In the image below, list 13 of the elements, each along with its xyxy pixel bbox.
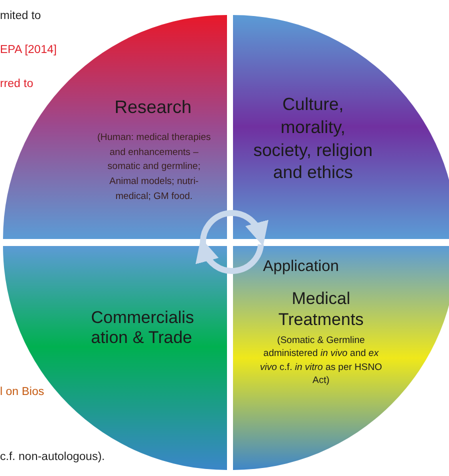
quadrant-description: (Human: medical therapies and enhancements – somatic and germline; Animal models; nutri-medical; GM food. xyxy=(96,131,212,204)
text-fragment: l on Bios xyxy=(0,386,44,398)
text-fragment: c.f. non-autologous). xyxy=(0,451,105,463)
quadrant-heading: Commercialisation & Trade xyxy=(91,308,195,349)
text-fragment: rred to xyxy=(0,78,34,90)
text-fragment: mited to xyxy=(0,10,41,22)
text-fragment: EPA [2014] xyxy=(0,44,57,56)
quadrant-heading: Research xyxy=(113,97,193,119)
quadrant-description: (Somatic & Germline administered in vivo and ex vivo c.f. in vitro as per HSNO Act) xyxy=(259,334,383,388)
quadrant-heading: Culture, morality, society, religion and ethics xyxy=(253,93,373,184)
quadrant-heading: Application xyxy=(263,258,340,277)
cycle-arrow xyxy=(200,210,268,246)
quadrant-heading: Medical Treatments xyxy=(277,288,365,330)
